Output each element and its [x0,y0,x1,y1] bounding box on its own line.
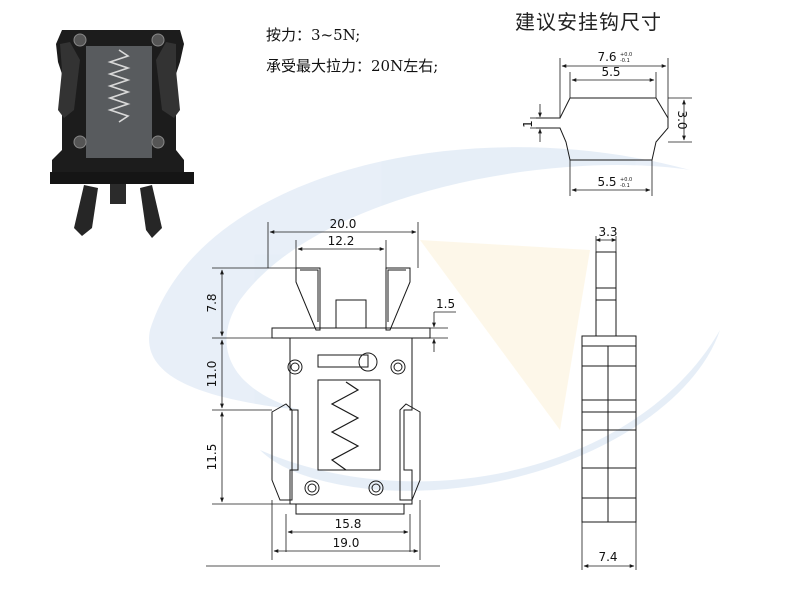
label-7-6-tol-upper: +0.0 [620,52,632,58]
front-spring-chamber [317,379,381,471]
front-lower-left-hook [271,403,293,501]
watermark-ray [420,240,590,430]
product-photo [50,30,194,238]
label-7-6-tol-lower: -0.1 [620,58,630,64]
photo-left-arm [58,42,80,118]
front-hole-tr-inner [393,362,403,372]
label-11-0: 11.0 [205,361,219,388]
max-tension-spec: 承受最大拉力：20N左右; [266,57,439,75]
label-7-4: 7.4 [598,550,617,564]
side-body [581,345,637,523]
side-dimension-labels: 3.3 7.4 [598,225,617,564]
side-dimensions [581,236,637,570]
photo-hole-tr [151,33,165,47]
front-body [289,337,413,505]
photo-hole-tl [73,33,87,47]
front-hole-br-inner [371,483,381,493]
front-upper-right-arm [385,267,411,331]
label-15-8: 15.8 [335,517,362,531]
front-dimensions [206,222,456,567]
front-hole-tl [287,359,303,375]
front-base [295,503,405,515]
photo-center-stem [110,180,126,204]
front-hole-br [368,480,384,496]
label-1: 1 [521,120,535,128]
front-hole-tr [390,359,406,375]
label-3-3: 3.3 [598,225,617,239]
front-slot-pin [358,352,378,372]
hook-dimension-labels: 7.6 +0.0 -0.1 5.5 3.0 1 5.5 +0.0 -0.1 [521,50,689,189]
side-stem [595,251,617,337]
photo-window [86,46,152,158]
front-slot [317,354,369,368]
front-spring [330,381,360,471]
front-upper-right-inner [387,269,406,322]
pull-force-spec: 按力：3~5N; [266,26,361,44]
front-hole-tl-inner [290,362,300,372]
front-upper-left-inner [300,269,319,322]
front-upper-left-arm [295,267,321,331]
photo-hole-bl [73,135,87,149]
label-3-0: 3.0 [675,110,689,129]
front-flange [271,327,431,339]
hook-profile [536,97,669,161]
label-1-5: 1.5 [436,297,455,311]
front-hole-bl-inner [307,483,317,493]
photo-base-plate [50,172,194,184]
photo-spring [107,49,131,123]
side-view-drawing [581,251,637,523]
front-hole-bl [304,480,320,496]
watermark-swoosh-outer [149,147,690,410]
front-lower-right-hook [399,403,421,501]
label-5-5-top: 5.5 [601,65,620,79]
label-19-0: 19.0 [333,536,360,550]
label-20-0: 20.0 [330,217,357,231]
front-dimension-labels: 20.0 12.2 7.8 11.0 11.5 1.5 15.8 19.0 [205,217,455,550]
photo-left-leg [74,185,98,236]
suggested-hook-title: 建议安挂钩尺寸 [515,10,662,34]
label-5-5-bottom: 5.5 [597,175,616,189]
hook-dimensions [530,58,692,196]
label-5-5-tol-lower: -0.1 [620,183,630,189]
label-7-6: 7.6 [597,50,616,64]
side-flange [581,335,637,347]
photo-hole-br [151,135,165,149]
hook-outline [536,97,669,161]
watermark-swoosh-lower [260,330,720,491]
front-view-drawing [271,267,431,515]
label-5-5-tol-upper: +0.0 [620,177,632,183]
label-7-8: 7.8 [205,293,219,312]
label-12-2: 12.2 [328,234,355,248]
photo-right-leg [140,185,162,238]
label-11-5: 11.5 [205,444,219,471]
photo-right-arm [156,42,180,118]
front-center-post [335,299,367,329]
